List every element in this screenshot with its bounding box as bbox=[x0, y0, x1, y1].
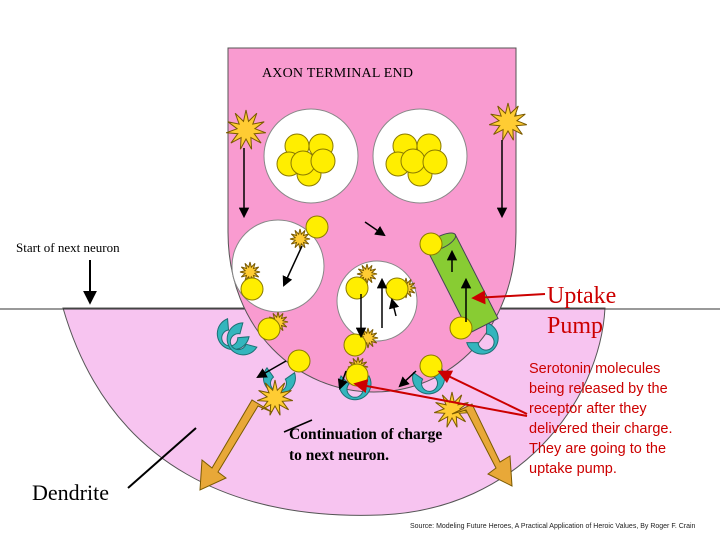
flow-arrow bbox=[364, 221, 386, 237]
star-burst bbox=[434, 391, 470, 428]
dendrite-pointer-line bbox=[127, 427, 197, 489]
serotonin-molecule bbox=[400, 148, 426, 174]
uptake-pump-pointer bbox=[471, 290, 546, 305]
dendrite-membrane bbox=[62, 307, 606, 516]
serotonin-molecule bbox=[385, 277, 409, 301]
serotonin-molecule bbox=[240, 277, 264, 301]
start-of-next-neuron-label: Start of next neuron bbox=[16, 240, 120, 255]
flow-arrow bbox=[388, 297, 400, 317]
flow-arrow bbox=[256, 360, 287, 379]
serotonin-pointer-1 bbox=[437, 370, 528, 415]
serotonin-molecule bbox=[305, 215, 329, 239]
source-citation: Source: Modeling Future Heroes, A Practi… bbox=[410, 523, 696, 530]
serotonin-molecule bbox=[345, 276, 369, 300]
serotonin-molecule bbox=[345, 363, 369, 387]
axon-terminal-title: AXON TERMINAL END bbox=[262, 66, 414, 81]
receptor bbox=[338, 375, 372, 401]
flow-arrow bbox=[398, 370, 417, 388]
serotonin-molecule bbox=[310, 148, 336, 174]
serotonin-molecule bbox=[449, 316, 473, 340]
receptor bbox=[226, 322, 258, 356]
serotonin-molecule bbox=[343, 333, 367, 357]
continuation-pointer-line bbox=[283, 419, 313, 433]
star-burst bbox=[257, 379, 293, 416]
receptors bbox=[216, 318, 499, 401]
serotonin-release-label: Serotonin molecules being released by th… bbox=[529, 361, 673, 477]
serotonin-molecule bbox=[287, 349, 311, 373]
receptor bbox=[216, 318, 250, 351]
star-burst bbox=[226, 109, 266, 150]
black-arrows bbox=[238, 140, 508, 390]
dendrite-label: Dendrite bbox=[32, 480, 109, 505]
signal-arrow-left bbox=[199, 399, 273, 491]
star-burst bbox=[489, 102, 527, 141]
serotonin-molecule bbox=[257, 317, 281, 341]
serotonin-molecule bbox=[419, 232, 443, 256]
continuation-label: Continuation of charge to next neuron. bbox=[289, 426, 443, 464]
receptor bbox=[262, 366, 296, 395]
flow-arrow bbox=[337, 370, 348, 390]
uptake-pump-label: Uptake Pump bbox=[547, 283, 617, 339]
serotonin-molecule bbox=[419, 354, 443, 378]
serotonin-molecule bbox=[422, 149, 448, 175]
vesicle bbox=[336, 260, 418, 342]
serotonin-pointer-2 bbox=[353, 379, 528, 417]
flow-arrow bbox=[282, 245, 303, 287]
signal-arrow-right bbox=[451, 403, 513, 487]
serotonin-molecules bbox=[240, 133, 473, 387]
